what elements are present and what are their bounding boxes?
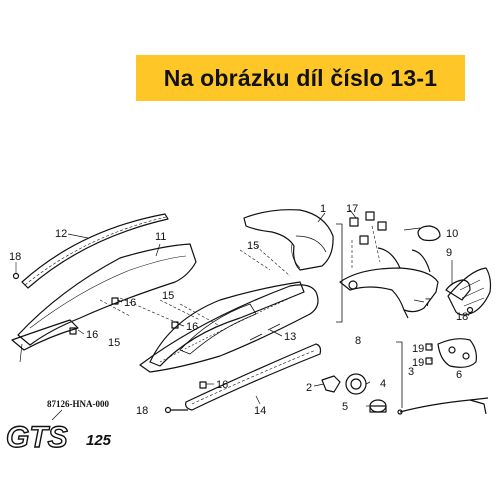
part-12-trim-strip xyxy=(21,213,169,289)
callout-18-b: 18 xyxy=(136,405,148,417)
callout-18-a: 18 xyxy=(9,251,21,263)
callout-18-c: 18 xyxy=(456,311,468,323)
callout-13: 13 xyxy=(284,331,296,343)
bracket-3 xyxy=(396,341,403,408)
part-10-bumper xyxy=(417,225,441,242)
clip-19a xyxy=(425,343,433,351)
callout-2: 2 xyxy=(306,382,312,394)
part-17-clips xyxy=(349,211,387,245)
screw-18c xyxy=(466,306,474,314)
part-7-carrier xyxy=(339,247,439,319)
part-2-lock-bracket xyxy=(321,375,341,393)
part-13-side-body xyxy=(139,284,319,373)
callout-16-d: 16 xyxy=(216,379,228,391)
callout-15-c: 15 xyxy=(108,337,120,349)
title-text: Na obrázku díl číslo 13-1 xyxy=(163,64,438,91)
part-15-inner-panel xyxy=(149,281,305,367)
callout-4: 4 xyxy=(380,378,386,390)
callout-16-b: 16 xyxy=(124,297,136,309)
part-6-cable xyxy=(397,397,489,415)
callout-12: 12 xyxy=(55,228,67,240)
screw-18a xyxy=(12,262,20,280)
brand-main: GTS xyxy=(6,421,68,454)
callout-1: 1 xyxy=(320,203,326,215)
part-4-lock-housing xyxy=(345,373,367,395)
callout-19-a: 19 xyxy=(412,343,424,355)
callout-labels: 1 2 3 4 5 6 7 8 9 10 11 12 13 14 15 15 1… xyxy=(9,203,468,417)
bracket-8 xyxy=(336,223,343,323)
part-lower-sill xyxy=(11,319,79,351)
callout-14: 14 xyxy=(254,405,266,417)
callout-5: 5 xyxy=(342,401,348,413)
callout-10: 10 xyxy=(446,228,458,240)
callout-11: 11 xyxy=(155,231,166,243)
brand-model: 125 xyxy=(86,432,112,449)
callout-8: 8 xyxy=(355,335,361,347)
callout-15-a: 15 xyxy=(247,240,259,252)
callout-3: 3 xyxy=(408,366,414,378)
part-14-lower-strip xyxy=(185,343,322,411)
callout-16-a: 16 xyxy=(86,329,98,341)
part-code-leader xyxy=(51,409,63,421)
part-11-side-cover xyxy=(17,243,197,346)
part-19-latch xyxy=(437,338,477,368)
callout-15-b: 15 xyxy=(162,290,174,302)
callout-17: 17 xyxy=(346,203,358,215)
screw-18b xyxy=(164,406,188,414)
clip-16a xyxy=(69,327,77,335)
brand-decal: GTS 125 xyxy=(5,420,112,454)
callout-6: 6 xyxy=(456,369,462,381)
part-9-bracket xyxy=(445,279,471,301)
callout-9: 9 xyxy=(446,247,452,259)
clip-16d xyxy=(199,381,207,389)
callout-16-c: 16 xyxy=(186,321,198,333)
clip-19b xyxy=(425,357,433,365)
title-banner: Na obrázku díl číslo 13-1 xyxy=(136,55,465,101)
assembly-lines xyxy=(99,225,381,327)
part-5-key-cylinder xyxy=(369,399,387,413)
clip-16b xyxy=(111,297,119,305)
part-1-rear-handle xyxy=(243,209,334,271)
part-rear-cover xyxy=(447,267,492,316)
callout-7: 7 xyxy=(425,297,431,309)
part-code-label: 87126-HNA-000 xyxy=(47,399,109,409)
leader-lines xyxy=(19,209,471,407)
callout-19-b: 19 xyxy=(412,357,424,369)
